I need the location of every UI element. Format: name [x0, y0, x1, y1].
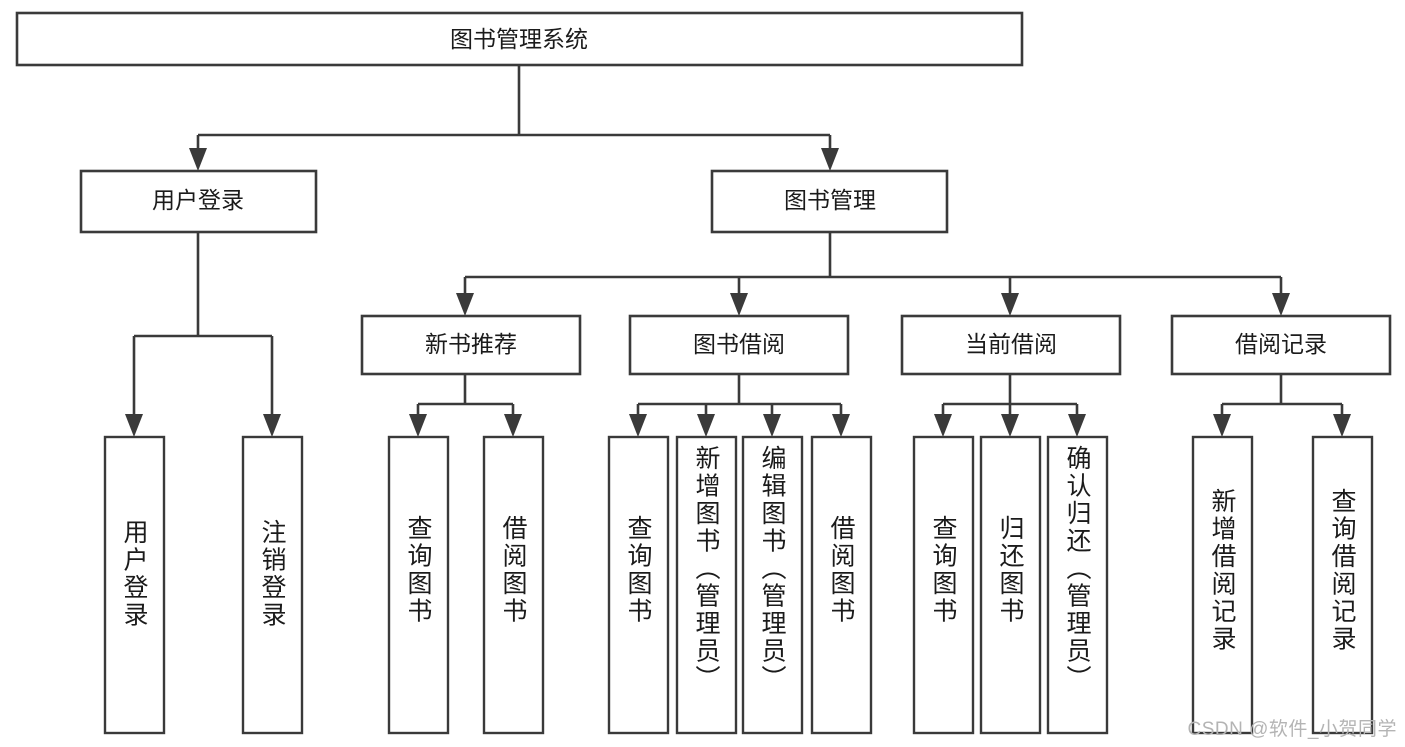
node-new-book-recommend-label: 新书推荐 — [425, 331, 517, 357]
arrowhead-book-borrow — [730, 293, 748, 316]
node-borrow-record[interactable]: 借阅记录 — [1170, 314, 1392, 376]
leaf-borrow-book-2-box[interactable] — [810, 435, 873, 735]
leaf-logout-box[interactable] — [241, 435, 304, 735]
arrowhead-leaf-add-book — [697, 414, 715, 437]
arrowhead-leaf-query-book-3 — [934, 414, 952, 437]
connector-layer — [125, 65, 1351, 437]
node-user-login-box[interactable] — [79, 169, 318, 234]
node-user-login-label: 用户登录 — [152, 187, 244, 213]
leaf-confirm-return-box[interactable] — [1046, 435, 1109, 735]
node-borrow-record-label: 借阅记录 — [1235, 331, 1327, 357]
node-current-borrow-label: 当前借阅 — [965, 331, 1057, 357]
arrowhead-leaf-add-record — [1213, 414, 1231, 437]
arrowhead-user-login — [189, 148, 207, 171]
node-root-box[interactable] — [15, 11, 1024, 67]
arrowhead-leaf-edit-book — [763, 414, 781, 437]
node-book-manage-box[interactable] — [710, 169, 949, 234]
node-root[interactable]: 图书管理系统 — [15, 11, 1024, 67]
node-borrow-record-box[interactable] — [1170, 314, 1392, 376]
node-current-borrow-box[interactable] — [900, 314, 1122, 376]
leaf-box-layer — [103, 435, 1374, 735]
node-root-label: 图书管理系统 — [450, 26, 588, 52]
node-new-book-recommend-box[interactable] — [360, 314, 582, 376]
leaf-edit-book-box[interactable] — [741, 435, 804, 735]
leaf-add-record-box[interactable] — [1191, 435, 1254, 735]
arrowhead-leaf-confirm-return — [1068, 414, 1086, 437]
arrowhead-current-borrow — [1001, 293, 1019, 316]
arrowhead-leaf-user-login — [125, 414, 143, 437]
node-new-book-recommend[interactable]: 新书推荐 — [360, 314, 582, 376]
arrowhead-borrow-record — [1272, 293, 1290, 316]
leaf-query-book-2-box[interactable] — [607, 435, 670, 735]
arrowhead-leaf-query-book-2 — [629, 414, 647, 437]
node-book-manage-label: 图书管理 — [784, 187, 876, 213]
leaf-query-book-3-box[interactable] — [912, 435, 975, 735]
node-user-login[interactable]: 用户登录 — [79, 169, 318, 234]
node-current-borrow[interactable]: 当前借阅 — [900, 314, 1122, 376]
arrowhead-new-book-recommend — [456, 293, 474, 316]
arrowhead-leaf-borrow-book-2 — [832, 414, 850, 437]
leaf-query-book-1-box[interactable] — [387, 435, 450, 735]
node-book-borrow[interactable]: 图书借阅 — [628, 314, 850, 376]
arrowhead-leaf-query-record — [1333, 414, 1351, 437]
csdn-watermark: CSDN @软件_小贺同学 — [1187, 719, 1397, 740]
leaf-return-book-box[interactable] — [979, 435, 1042, 735]
node-book-borrow-box[interactable] — [628, 314, 850, 376]
leaf-add-book-box[interactable] — [675, 435, 738, 735]
arrowhead-leaf-return-book — [1001, 414, 1019, 437]
leaf-user-login-box[interactable] — [103, 435, 166, 735]
node-book-borrow-label: 图书借阅 — [693, 331, 785, 357]
arrowhead-leaf-logout — [263, 414, 281, 437]
node-book-manage[interactable]: 图书管理 — [710, 169, 949, 234]
leaf-borrow-book-1-box[interactable] — [482, 435, 545, 735]
arrowhead-leaf-borrow-book-1 — [504, 414, 522, 437]
arrowhead-book-manage — [821, 148, 839, 171]
arrowhead-leaf-query-book-1 — [409, 414, 427, 437]
leaf-query-record-box[interactable] — [1311, 435, 1374, 735]
